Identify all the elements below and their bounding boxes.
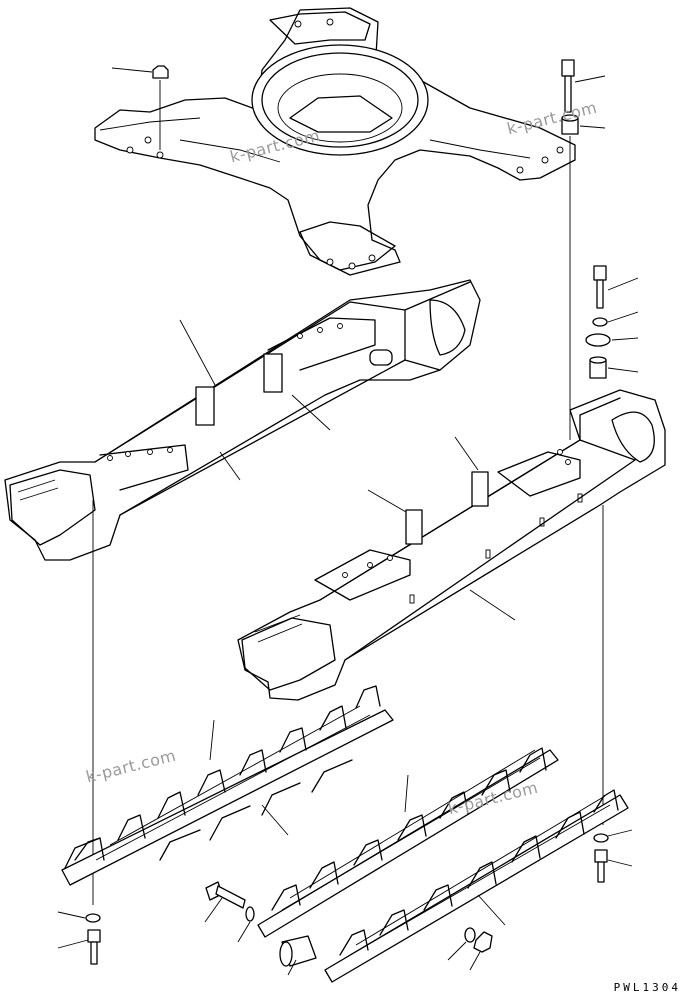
spacer-lower-center [279,935,317,976]
washer-right-mid [592,311,639,327]
rock-guard-lower [324,789,629,983]
bolt-lower-left [57,929,101,965]
cap-right-mid [585,333,639,347]
nut-top-left [111,65,169,79]
nut-lower-right [469,931,493,971]
bolt-right-mid [593,265,639,309]
rock-guard-right [257,747,559,938]
bolt-lower-center [204,881,246,923]
pivot-frame [94,7,576,276]
sleeve-top-right [561,114,606,135]
bolt-top-right [561,59,606,113]
washer-lower-right [447,927,476,961]
washer-right-low [593,829,633,843]
washer-lower-center [237,906,255,943]
left-track-frame [4,279,481,561]
drawing-code: PWL1304 [613,981,681,994]
bolt-right-low [594,849,633,883]
right-track-frame [237,389,666,701]
washer-lower-left [57,911,101,923]
sleeve-right-mid [589,356,639,379]
rock-guard-left [61,685,394,886]
